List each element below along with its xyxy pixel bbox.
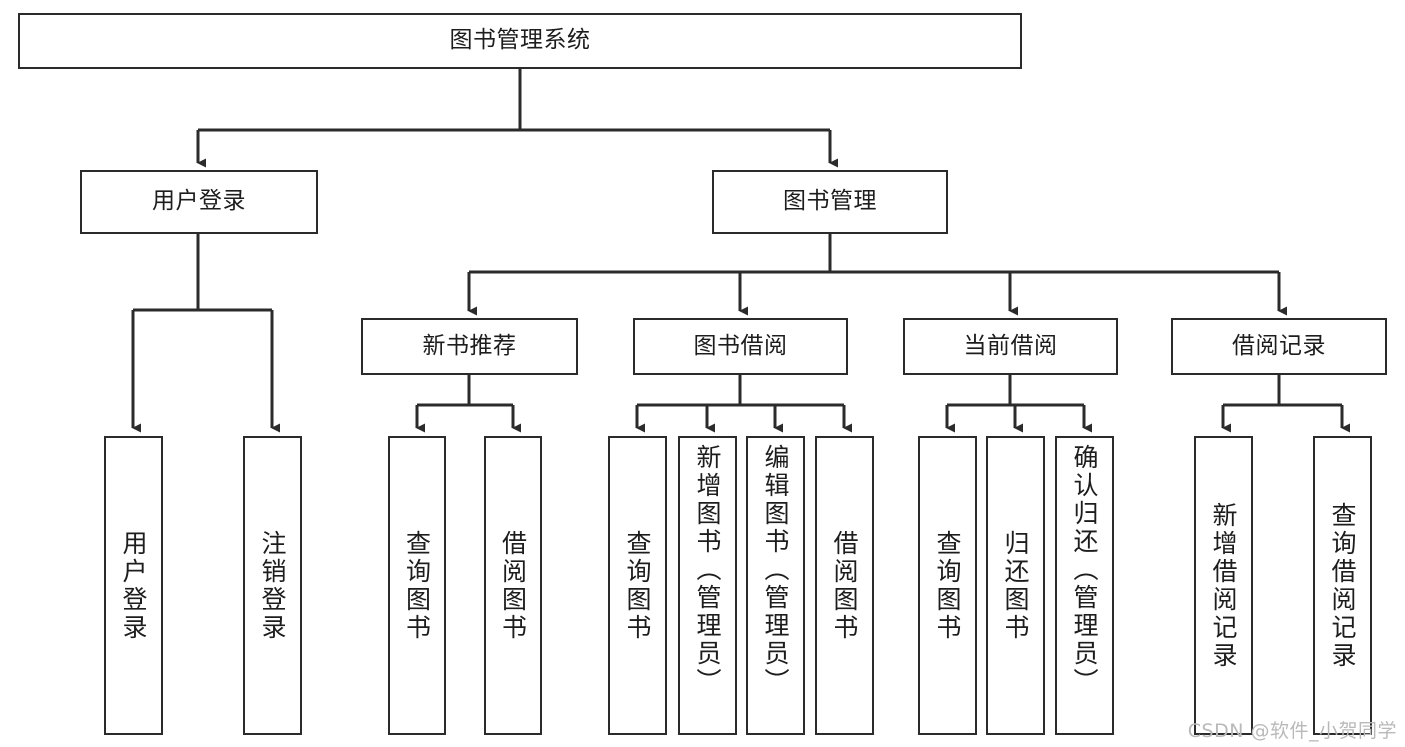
node-leaf-user-login[interactable]: 用户登录: [104, 436, 163, 735]
node-leaf-add-book-label: 新增图书（管理员）: [693, 444, 722, 696]
node-leaf-borrow-book-2-label: 借阅图书: [830, 529, 859, 642]
node-borrow-record-label: 借阅记录: [1232, 332, 1326, 359]
node-root[interactable]: 图书管理系统: [18, 13, 1022, 69]
node-book-management-label: 图书管理: [783, 188, 877, 215]
node-leaf-edit-book[interactable]: 编辑图书（管理员）: [746, 436, 805, 735]
node-leaf-query-book-3[interactable]: 查询图书: [918, 436, 977, 735]
node-leaf-query-book-1[interactable]: 查询图书: [388, 436, 446, 735]
node-leaf-return-book[interactable]: 归还图书: [986, 436, 1045, 735]
node-leaf-query-record[interactable]: 查询借阅记录: [1313, 436, 1372, 735]
node-leaf-logout-login-label: 注销登录: [258, 529, 287, 642]
node-borrow-record[interactable]: 借阅记录: [1171, 318, 1387, 375]
node-leaf-edit-book-label: 编辑图书（管理员）: [761, 444, 790, 696]
node-book-borrow-label: 图书借阅: [693, 332, 788, 359]
node-leaf-query-book-1-label: 查询图书: [402, 529, 432, 642]
node-leaf-borrow-book-2[interactable]: 借阅图书: [815, 436, 874, 735]
node-new-book-recommend-label: 新书推荐: [422, 332, 517, 359]
node-current-borrow-label: 当前借阅: [963, 332, 1058, 359]
node-new-book-recommend[interactable]: 新书推荐: [361, 318, 578, 375]
node-leaf-confirm-return[interactable]: 确认归还（管理员）: [1055, 436, 1114, 735]
node-user-login-label: 用户登录: [152, 188, 246, 215]
node-leaf-borrow-book-1-label: 借阅图书: [498, 529, 528, 642]
node-leaf-query-book-2[interactable]: 查询图书: [608, 436, 667, 735]
node-book-borrow[interactable]: 图书借阅: [633, 318, 848, 375]
watermark-text: CSDN @软件_小贺同学: [1187, 720, 1397, 742]
node-user-login[interactable]: 用户登录: [80, 170, 318, 234]
node-leaf-add-book[interactable]: 新增图书（管理员）: [678, 436, 737, 735]
node-leaf-user-login-label: 用户登录: [119, 529, 148, 642]
node-leaf-return-book-label: 归还图书: [1001, 529, 1030, 642]
node-leaf-confirm-return-label: 确认归还（管理员）: [1070, 444, 1099, 696]
node-leaf-add-record-label: 新增借阅记录: [1209, 501, 1238, 670]
node-current-borrow[interactable]: 当前借阅: [903, 318, 1118, 375]
node-leaf-query-book-2-label: 查询图书: [623, 529, 652, 642]
node-leaf-query-record-label: 查询借阅记录: [1328, 501, 1357, 670]
node-leaf-query-book-3-label: 查询图书: [933, 529, 962, 642]
node-leaf-add-record[interactable]: 新增借阅记录: [1194, 436, 1253, 735]
node-root-label: 图书管理系统: [449, 27, 591, 54]
node-leaf-borrow-book-1[interactable]: 借阅图书: [484, 436, 542, 735]
node-leaf-logout-login[interactable]: 注销登录: [243, 436, 302, 735]
node-book-management[interactable]: 图书管理: [712, 170, 948, 234]
